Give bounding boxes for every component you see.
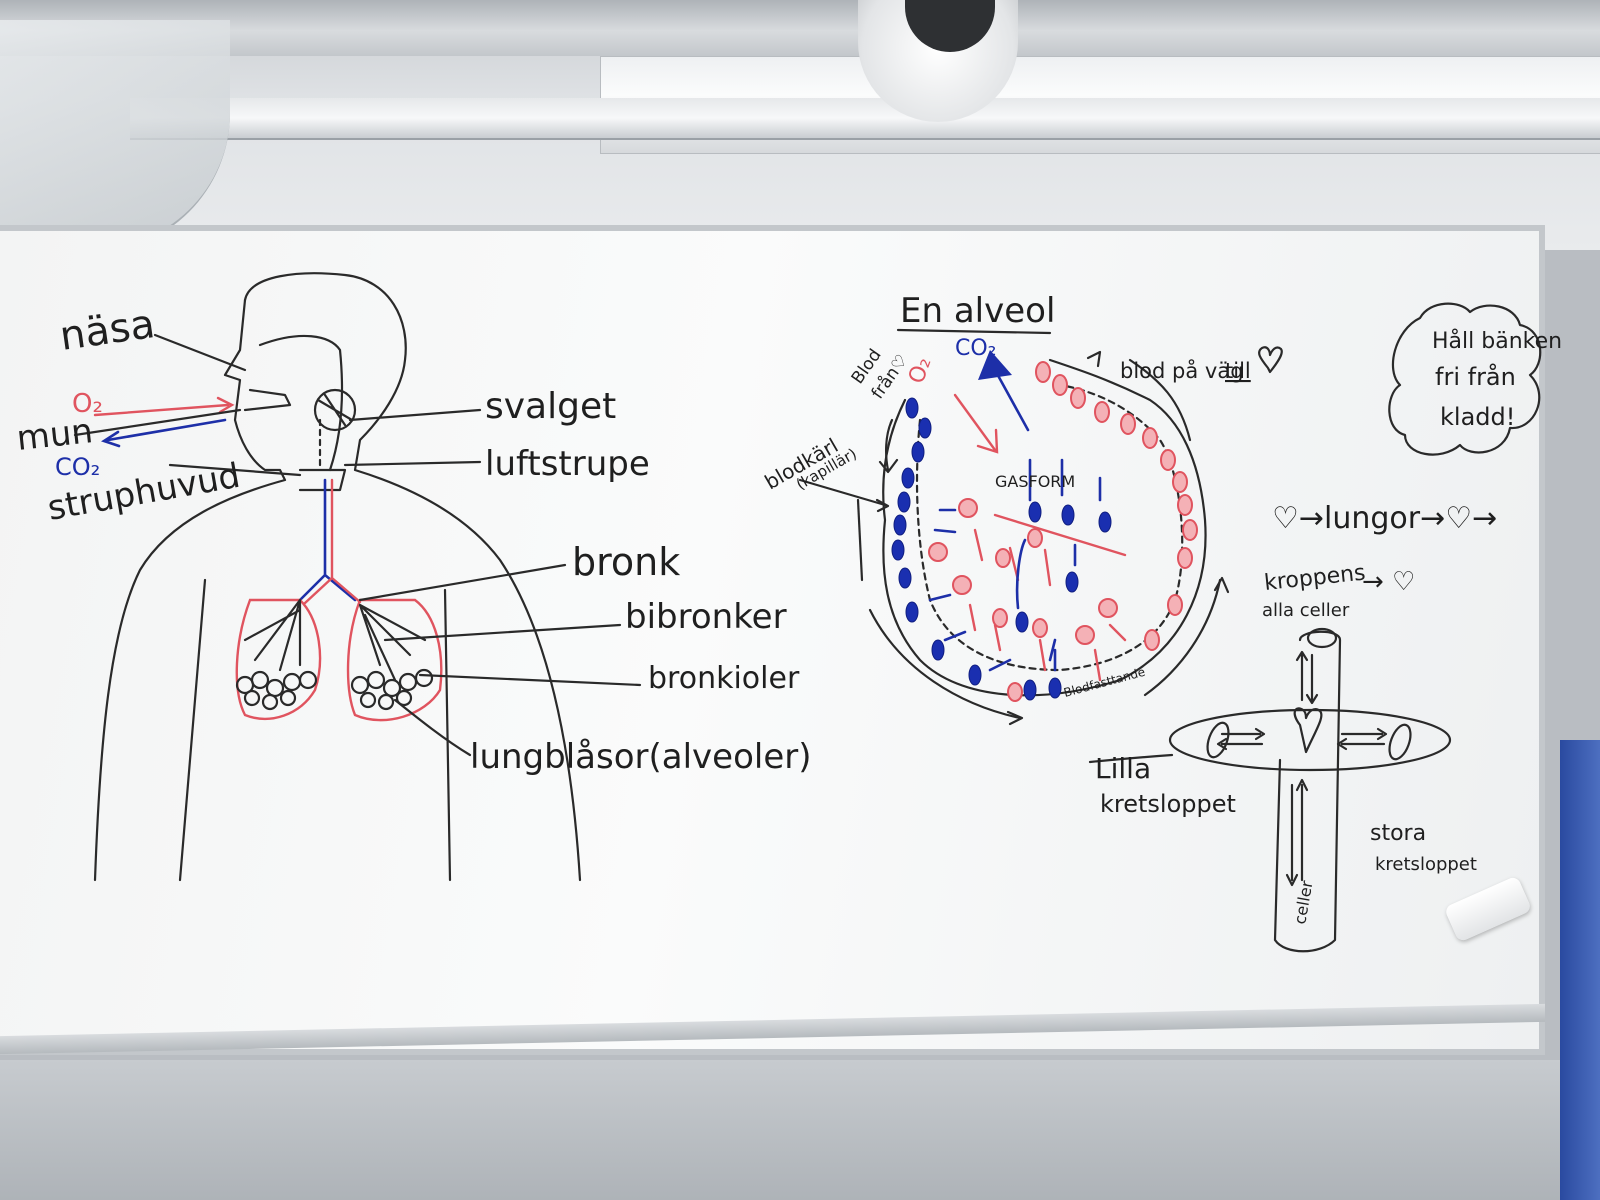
alveol-blodfasttande: Blodfasttande xyxy=(1062,665,1147,700)
circulation-alla-celler: alla celler xyxy=(1262,600,1350,621)
note-line-3: kladd! xyxy=(1440,403,1515,431)
red-blood-cells xyxy=(928,361,1198,702)
alveolus-outline xyxy=(856,358,1222,720)
circulation-celler: celler xyxy=(1290,879,1316,926)
alveol-title-underline xyxy=(896,328,1052,335)
label-bibronker: bibronker xyxy=(625,597,787,637)
projector-rail xyxy=(130,98,1600,140)
whiteboard xyxy=(0,225,1545,1055)
alveol-o2-label: O₂ xyxy=(904,354,936,387)
note-line-2: fri från xyxy=(1435,362,1516,391)
label-bronk: bronk xyxy=(572,540,680,584)
note-line-1: Håll bänken xyxy=(1432,328,1562,354)
circulation-kroppens: kroppens xyxy=(1263,560,1367,595)
breath-arrows xyxy=(93,396,235,448)
ceiling-rail xyxy=(0,0,1600,56)
note-cloud xyxy=(1388,302,1542,456)
label-svalget: svalget xyxy=(485,386,616,427)
circulation-kretsloppet: kretsloppet xyxy=(1100,790,1236,818)
alveol-blod-pa-vag: blod på väg xyxy=(1120,358,1244,383)
label-bronkioler: bronkioler xyxy=(648,661,800,696)
airway-trachea xyxy=(298,418,362,605)
circulation-stora: stora xyxy=(1370,821,1426,846)
alveol-gasform: GASFORM xyxy=(995,472,1075,491)
label-nasa: näsa xyxy=(57,301,158,360)
alveol-till: till xyxy=(1225,359,1251,383)
circulation-diagram xyxy=(1088,627,1452,953)
blue-blood-cells xyxy=(891,397,1112,701)
lungs xyxy=(235,598,443,722)
human-body-outline xyxy=(93,272,582,882)
label-mun: mun xyxy=(15,411,95,459)
side-wall-blue xyxy=(1560,740,1600,1200)
alveol-co2-label: CO₂ xyxy=(955,336,997,361)
alveol-heart-small xyxy=(1258,346,1283,374)
label-leader-lines xyxy=(73,333,642,757)
label-luftstrupe: luftstrupe xyxy=(485,444,650,484)
circulation-flow-2: → ♡ xyxy=(1362,567,1415,597)
label-lungblasor: lungblåsor(alveoler) xyxy=(470,737,811,777)
label-o2: O₂ xyxy=(72,389,103,419)
circulation-lilla: Lilla xyxy=(1095,752,1151,785)
circulation-flow-1: ♡→lungor→♡→ xyxy=(1272,501,1497,536)
wall-lower xyxy=(0,1060,1600,1200)
gas-exchange-arrows xyxy=(798,350,1230,726)
circulation-kretsloppet-2: kretsloppet xyxy=(1375,854,1477,875)
alveol-title: En alveol xyxy=(900,291,1055,331)
label-co2: CO₂ xyxy=(55,453,100,481)
